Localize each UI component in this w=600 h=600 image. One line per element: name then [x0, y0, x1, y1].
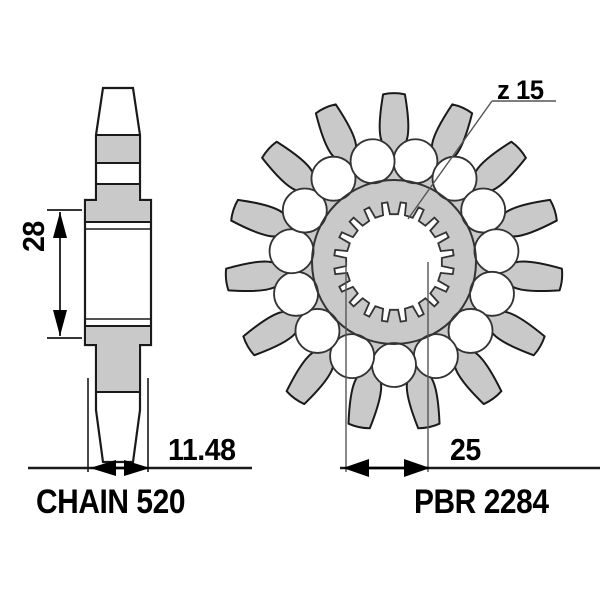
arrowhead-chain-right [124, 460, 150, 476]
sprocket-face-view [224, 92, 564, 430]
arrowhead-hub-left [343, 459, 369, 477]
lightening-hole-group [268, 138, 520, 388]
lightening-hole [431, 155, 478, 202]
lightening-hole [281, 187, 328, 234]
side-view-upper-tooth-band [95, 134, 141, 164]
label-chain-type: CHAIN 520 [36, 483, 186, 521]
leader-z15 [407, 100, 556, 220]
label-teeth-count: z 15 [497, 75, 544, 105]
lightening-hole [349, 138, 396, 185]
label-thickness: 28 [16, 221, 51, 252]
lightening-hole [310, 155, 357, 202]
internal-spline-profile [333, 201, 455, 323]
lightening-hole [392, 138, 439, 185]
arrowhead-28-down [53, 310, 67, 336]
lightening-hole [473, 228, 520, 275]
lightening-hole [412, 333, 459, 380]
lightening-hole [460, 187, 507, 234]
side-view-upper-flange [84, 183, 152, 223]
dimension-hub-width [340, 262, 600, 477]
arrowhead-chain-left [90, 460, 116, 476]
lightening-hole [294, 308, 341, 354]
dimension-thickness-28 [47, 209, 82, 339]
sprocket-side-section-view [83, 86, 153, 464]
lightening-hole [447, 308, 494, 354]
label-part-number: PBR 2284 [414, 483, 549, 521]
arrowhead-28-up [53, 212, 67, 238]
lightening-hole [371, 342, 417, 388]
leader-line-z15-diagonal [407, 100, 493, 220]
lightening-hole [268, 228, 315, 275]
lightening-hole [273, 270, 319, 317]
dimension-chain-width [28, 378, 252, 476]
label-chain-width: 11.48 [168, 432, 236, 467]
arrowhead-hub-right [404, 459, 430, 477]
lightening-hole [329, 333, 376, 380]
label-hub-width: 25 [450, 432, 481, 467]
hub-outer-circle [311, 179, 477, 345]
